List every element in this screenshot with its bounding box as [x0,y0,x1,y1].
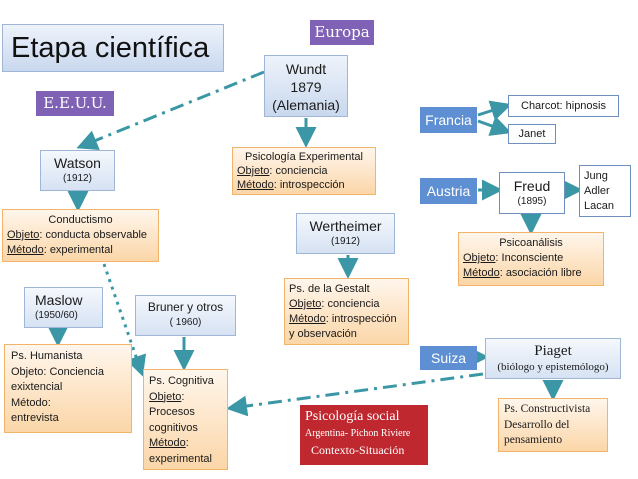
cognitiva-metodo: Método: [149,437,189,449]
node-cognitiva: Ps. Cognitiva Objeto: Procesos cognitivo… [143,369,228,470]
region-europa: Europa [310,20,374,45]
bruner-name: Bruner y otros [147,300,224,314]
constructivista-line2: Desarrollo del [504,418,570,431]
node-janet: Janet [508,124,556,144]
region-francia-label: Francia [425,112,472,128]
watson-name: Watson [54,155,101,171]
arrow-piaget-cognitiva [226,372,484,417]
gestalt-metodo: Método: introspección [289,313,397,325]
follower-jung: Jung [584,170,608,182]
node-freud-followers: Jung Adler Lacan [579,165,631,217]
cognitiva-line3: Procesos [149,406,195,418]
humanista-line4: Método: [11,396,51,409]
psexp-objeto: Objeto: conciencia [237,165,328,177]
region-eeuu-label: E.E.U.U. [43,94,107,112]
constructivista-line1: Ps. Constructivista [504,403,591,415]
conductismo-metodo: Método: experimental [7,244,113,256]
wundt-year: 1879 [290,79,322,95]
node-psicologia-social: Psicología social Argentina- Pichon Rivi… [300,405,428,465]
region-eeuu: E.E.U.U. [36,91,114,116]
arrow-francia-charcot [477,100,512,121]
conductismo-objeto: Objeto: conducta observable [7,229,148,241]
region-austria-label: Austria [426,183,471,199]
node-wundt: Wundt 1879 (Alemania) [264,55,348,117]
arrow-conductismo-cognitiva [102,263,147,377]
gestalt-title: Ps. de la Gestalt [289,283,370,295]
piaget-subtitle: (biólogo y epistemólogo) [497,361,609,373]
node-bruner: Bruner y otros ( 1960) [135,295,236,336]
wundt-name: Wundt [285,61,327,77]
wertheimer-year: (1912) [331,236,360,247]
region-suiza: Suiza [420,346,477,370]
arrow-wundt-watson [76,70,265,151]
psicoanalisis-metodo: Método: asociación libre [463,267,582,279]
humanista-line2: Objeto: Conciencia [11,365,104,378]
arrow-francia-janet [477,116,512,136]
follower-lacan: Lacan [584,200,614,212]
humanista-line3: exixtencial [11,381,63,393]
maslow-year: (1950/60) [35,310,78,321]
node-gestalt: Ps. de la Gestalt Objeto: conciencia Mét… [284,278,409,345]
page-title-text: Etapa científica [11,32,210,64]
constructivista-line3: pensamiento [504,434,563,446]
wertheimer-name: Wertheimer [309,218,382,234]
cognitiva-line6: experimental [149,452,212,465]
region-suiza-label: Suiza [430,350,467,366]
node-freud: Freud (1895) [499,172,565,214]
cognitiva-objeto: Objeto: [149,390,185,403]
node-humanista: Ps. Humanista Objeto: Conciencia exixten… [4,344,132,433]
bruner-year: ( 1960) [169,317,202,328]
page-title: Etapa científica [2,24,224,72]
cognitiva-line4: cognitivos [149,421,198,434]
region-europa-label: Europa [314,23,370,41]
psexp-metodo: Método: introspección [237,179,345,191]
node-wertheimer: Wertheimer (1912) [296,213,395,254]
social-line2: Argentina- Pichon Riviere [305,428,411,439]
follower-adler: Adler [584,185,610,197]
node-conductismo: Conductismo Objeto: conducta observable … [2,209,159,262]
gestalt-extra: y observación [289,328,357,340]
region-francia: Francia [420,107,477,133]
humanista-line1: Ps. Humanista [11,350,83,362]
maslow-name: Maslow [35,292,83,308]
wundt-place: (Alemania) [272,97,340,113]
watson-year: (1912) [63,173,92,184]
social-title: Psicología social [305,409,400,424]
node-piaget: Piaget (biólogo y epistemólogo) [485,338,621,379]
node-watson: Watson (1912) [40,150,115,191]
node-maslow: Maslow (1950/60) [24,287,103,328]
social-line3: Contexto-Situación [311,443,405,457]
cognitiva-title: Ps. Cognitiva [149,375,214,387]
psicoanalisis-objeto: Objeto: Inconsciente [463,252,564,264]
janet-label: Janet [518,128,546,140]
piaget-name: Piaget [534,343,572,359]
psicoanalisis-title: Psicoanálisis [499,237,563,249]
freud-year: (1895) [517,196,547,207]
charcot-label: Charcot: hipnosis [521,100,606,112]
psexp-title: Psicología Experimental [244,151,363,163]
conductismo-title: Conductismo [48,214,113,226]
region-austria: Austria [420,178,477,204]
freud-name: Freud [513,178,551,194]
node-constructivista: Ps. Constructivista Desarrollo del pensa… [498,398,608,452]
node-psicoanalisis: Psicoanálisis Objeto: Inconsciente Métod… [458,232,604,286]
node-charcot: Charcot: hipnosis [508,95,619,117]
humanista-line5: entrevista [11,412,59,424]
gestalt-objeto: Objeto: conciencia [289,298,380,310]
node-psicologia-experimental: Psicología Experimental Objeto: concienc… [232,147,376,195]
